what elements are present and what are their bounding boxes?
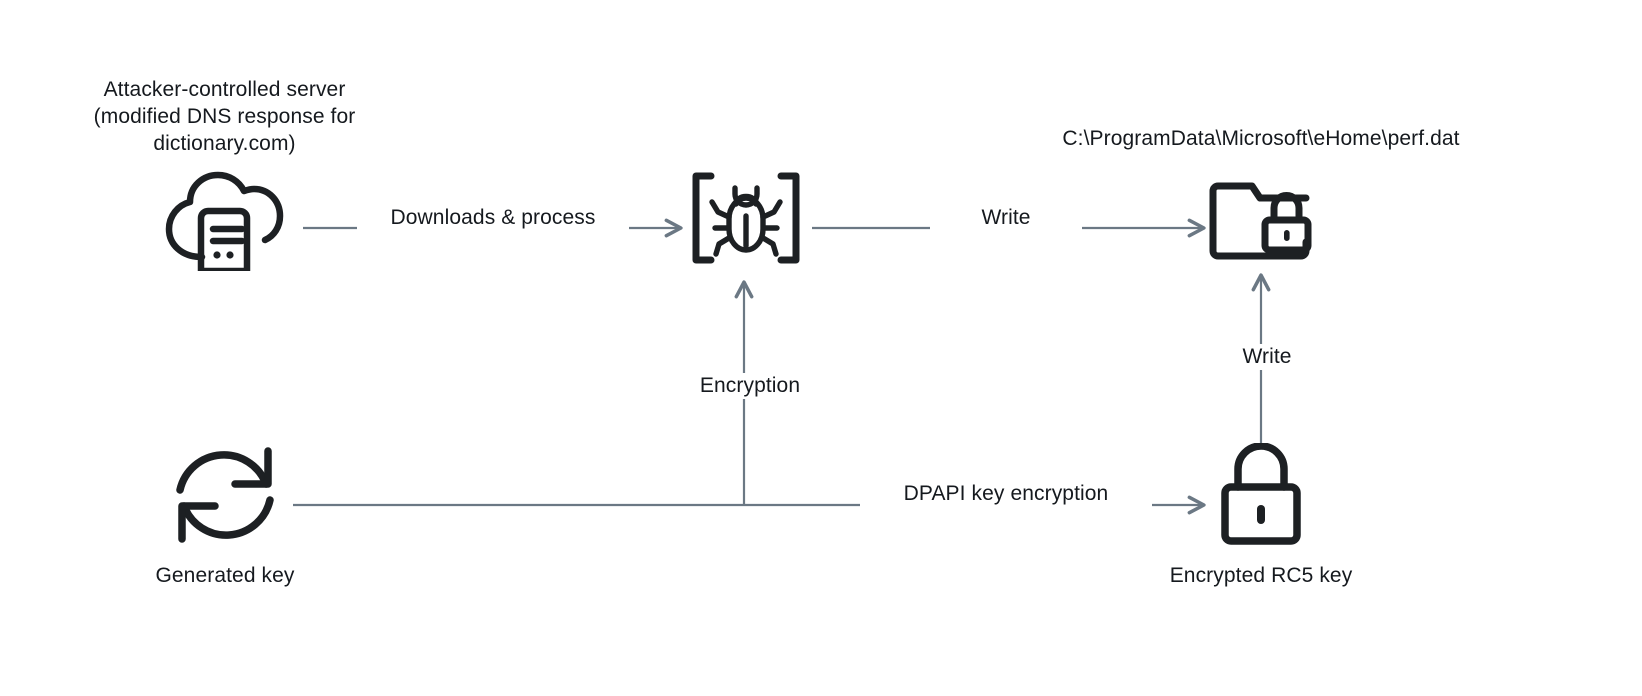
folder-lock-icon <box>1208 178 1318 264</box>
edge-label-write-key: Write <box>1191 344 1343 370</box>
refresh-cycle-icon <box>173 443 277 547</box>
generated-key-label: Generated key <box>155 564 295 587</box>
edge-label-encryption: Encryption <box>654 373 846 399</box>
edge-label-downloads-process: Downloads & process <box>357 205 629 231</box>
bracket-bug-icon <box>690 172 802 264</box>
attacker-server-label: Attacker-controlled server (modified DNS… <box>93 78 356 155</box>
encrypted-key-label: Encrypted RC5 key <box>1169 564 1353 587</box>
edge-label-dpapi-key-encryption: DPAPI key encryption <box>860 481 1152 507</box>
cloud-server-icon <box>161 171 285 271</box>
output-file-path-label: C:\ProgramData\Microsoft\eHome\perf.dat <box>1062 127 1460 150</box>
edge-label-write-file: Write <box>930 205 1082 231</box>
padlock-icon <box>1219 443 1303 545</box>
